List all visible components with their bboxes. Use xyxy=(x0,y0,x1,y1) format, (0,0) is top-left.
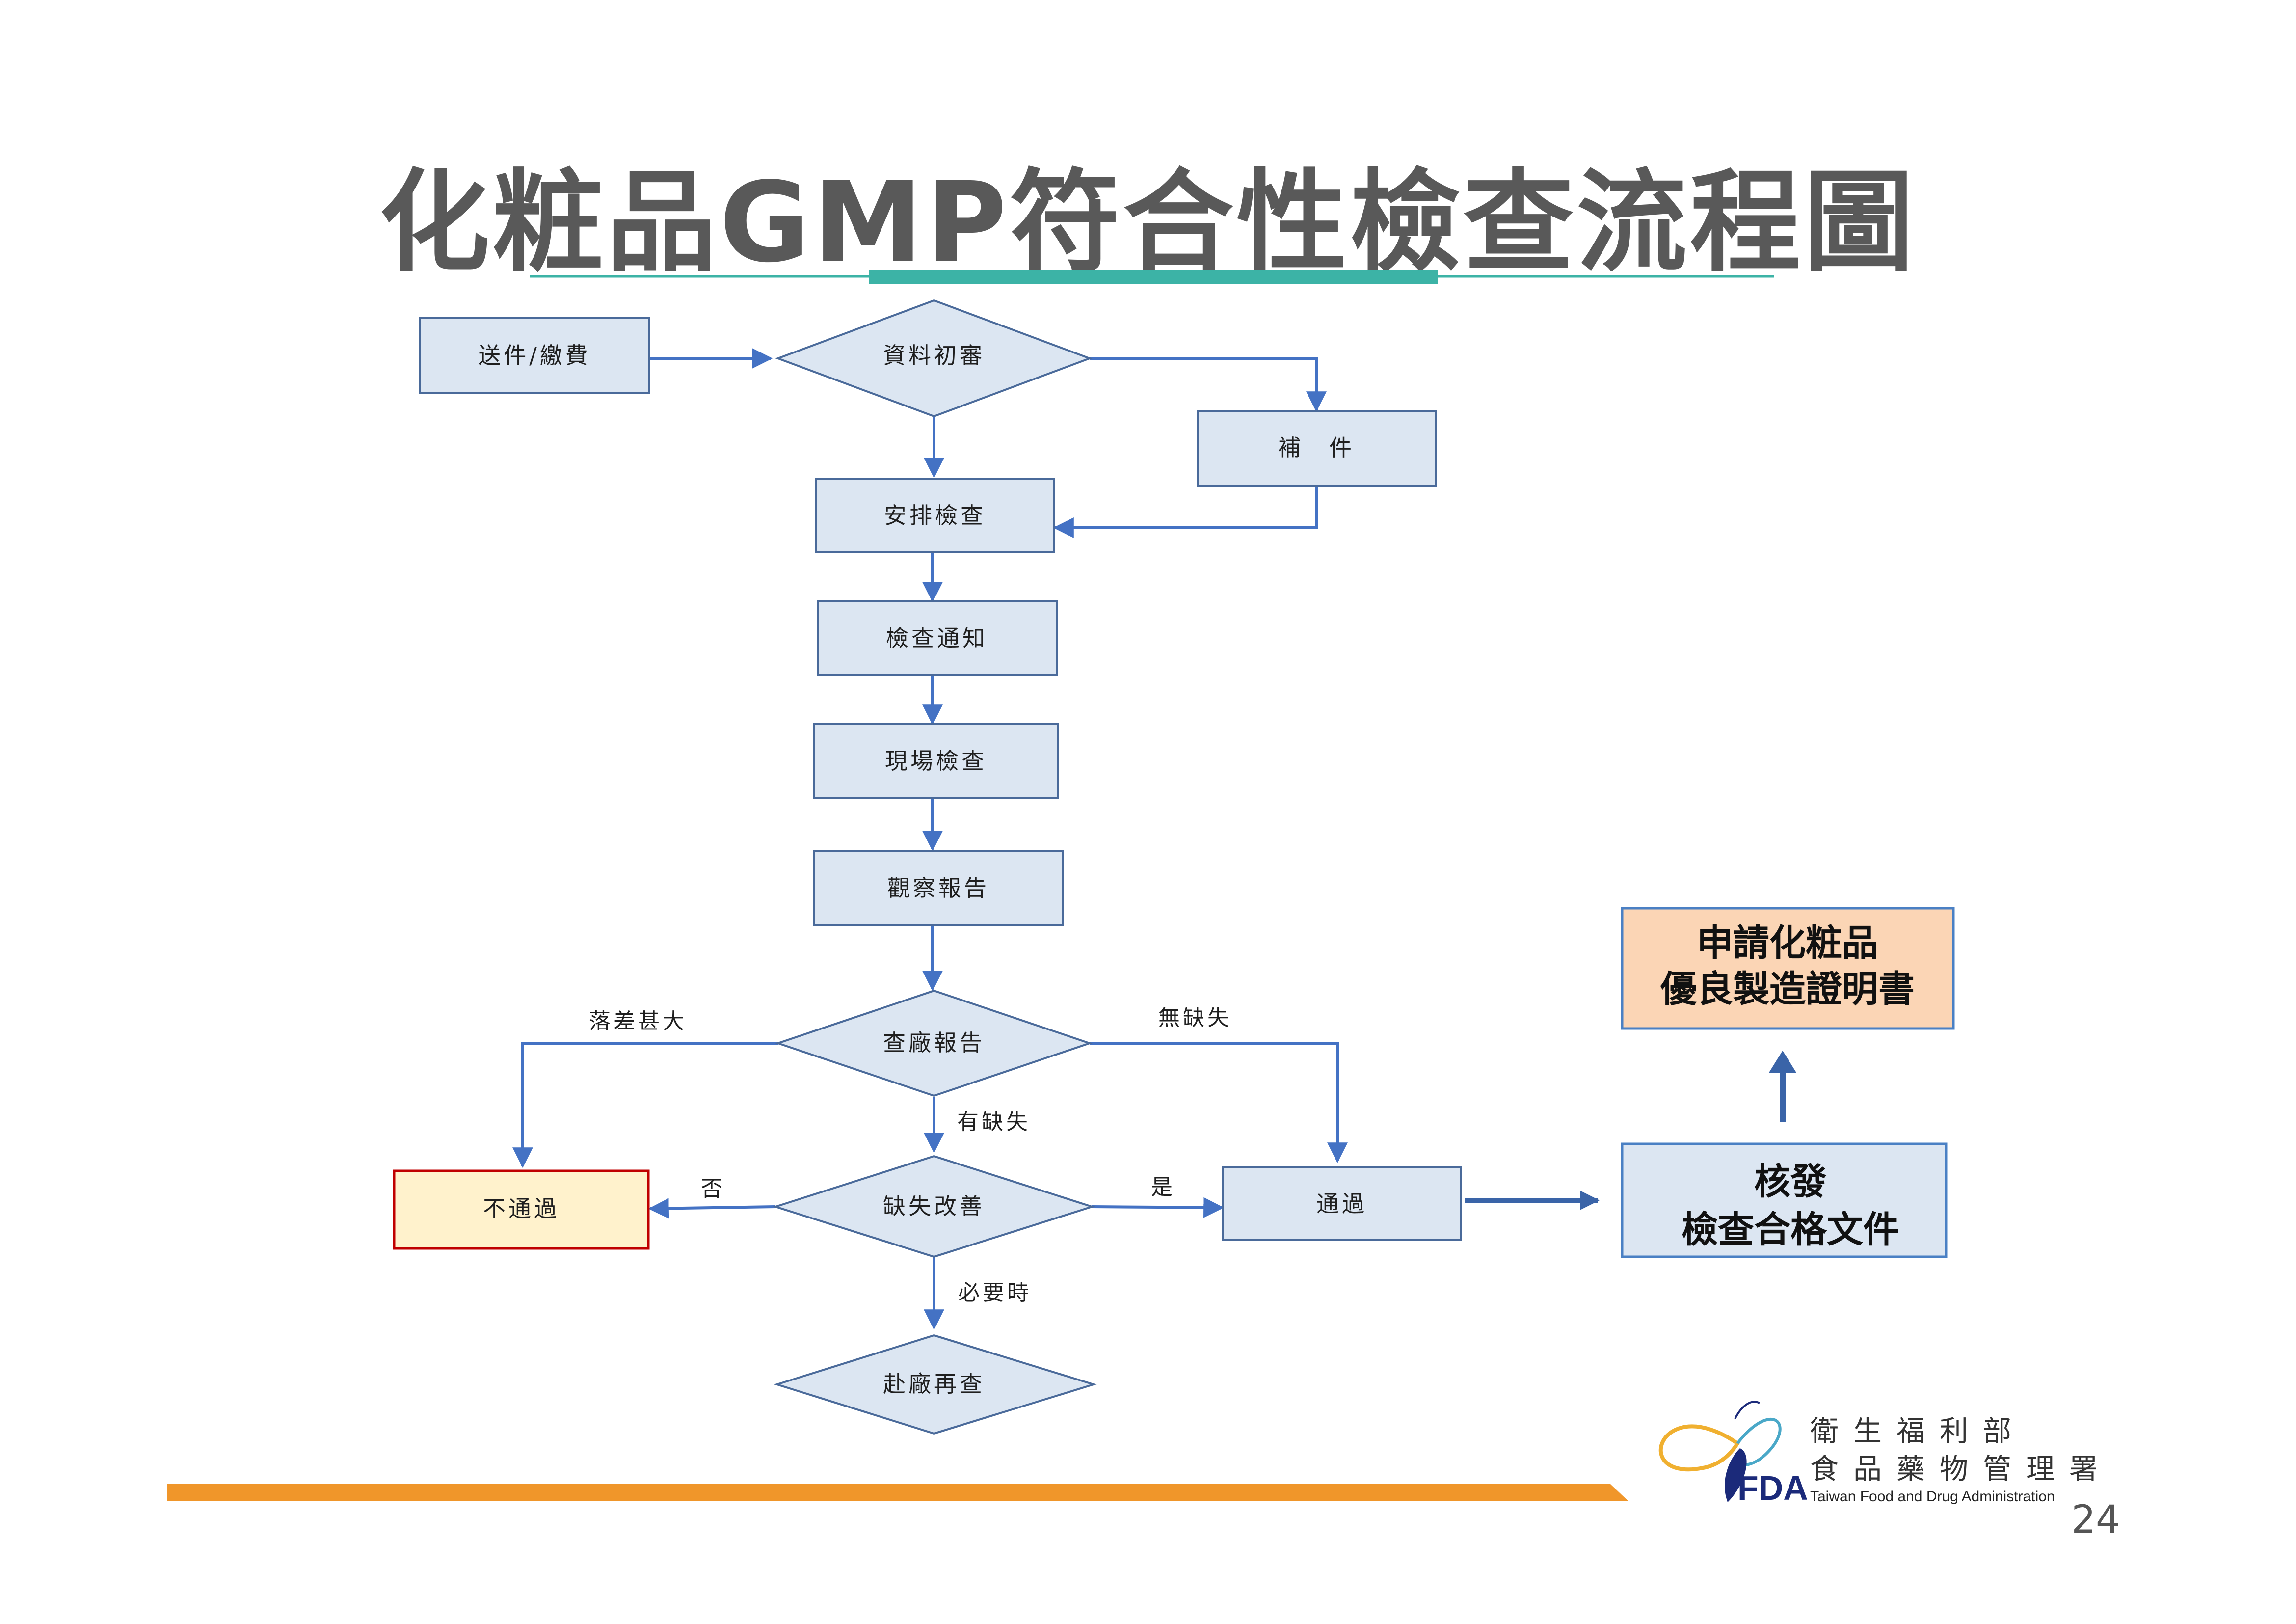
edge-supplement-arrange xyxy=(1053,486,1318,538)
node-issue: 核發 檢查合格文件 xyxy=(1621,1142,1948,1258)
edge-review-supplement xyxy=(1090,357,1327,412)
fda-logo: FDA 衛生福利部 食品藥物管理署 Taiwan Food and Drug A… xyxy=(1658,1401,2112,1507)
agency-name: 食品藥物管理署 xyxy=(1810,1452,2112,1486)
node-apply-line1: 申請化粧品 xyxy=(1697,922,1878,964)
footer-bar xyxy=(167,1484,1629,1501)
node-fail-label: 不通過 xyxy=(483,1195,560,1222)
edge-factory-pass xyxy=(1090,1042,1348,1164)
label-no-deficiency: 無缺失 xyxy=(1158,1005,1232,1030)
agency-english-name: Taiwan Food and Drug Administration xyxy=(1810,1489,2055,1505)
node-improve: 缺失改善 xyxy=(772,1155,1095,1258)
node-onsite: 現場檢查 xyxy=(813,723,1059,799)
edge-improve-fail xyxy=(648,1198,776,1219)
label-yes: 是 xyxy=(1151,1175,1175,1200)
node-factory-report-label: 查廠報告 xyxy=(883,1029,985,1056)
ministry-name: 衛生福利部 xyxy=(1810,1414,2026,1448)
node-initial-review: 資料初審 xyxy=(775,299,1093,418)
node-apply: 申請化粧品 優良製造證明書 xyxy=(1621,907,1955,1030)
page-number: 24 xyxy=(2071,1498,2120,1542)
node-factory-report: 查廠報告 xyxy=(774,989,1093,1097)
node-pass-label: 通過 xyxy=(1316,1191,1367,1217)
node-submit: 送件/繳費 xyxy=(419,317,650,394)
node-arrange-label: 安排檢查 xyxy=(884,502,986,529)
node-apply-line2: 優良製造證明書 xyxy=(1660,968,1915,1010)
label-no: 否 xyxy=(701,1176,725,1201)
edge-improve-pass xyxy=(1092,1197,1225,1218)
node-issue-line2: 檢查合格文件 xyxy=(1682,1209,1899,1251)
node-pass: 通過 xyxy=(1222,1166,1462,1241)
node-observation: 觀察報告 xyxy=(813,850,1064,926)
edge-factory-fail xyxy=(512,1042,778,1168)
node-revisit-label: 赴廠再查 xyxy=(883,1371,985,1397)
fda-mark: FDA xyxy=(1737,1469,1808,1507)
node-arrange: 安排檢查 xyxy=(815,478,1055,553)
node-fail: 不通過 xyxy=(393,1169,650,1250)
node-notify-label: 檢查通知 xyxy=(886,625,988,651)
node-revisit: 赴廠再查 xyxy=(774,1334,1097,1435)
node-submit-label: 送件/繳費 xyxy=(478,342,591,369)
node-onsite-label: 現場檢查 xyxy=(885,748,987,774)
title-underline xyxy=(530,270,1774,284)
node-improve-label: 缺失改善 xyxy=(883,1193,985,1219)
page-title: 化粧品GMP符合性檢查流程圖 xyxy=(379,159,1917,287)
node-observation-label: 觀察報告 xyxy=(887,875,989,901)
node-issue-line1: 核發 xyxy=(1754,1161,1827,1203)
butterfly-icon xyxy=(1658,1401,1782,1502)
node-supplement-label: 補 件 xyxy=(1278,434,1355,461)
node-initial-review-label: 資料初審 xyxy=(883,342,985,369)
label-when-needed: 必要時 xyxy=(958,1280,1032,1305)
edges xyxy=(512,348,1348,1330)
node-supplement: 補 件 xyxy=(1197,410,1437,487)
edge-issue-apply xyxy=(1769,1051,1796,1122)
label-has-deficiency: 有缺失 xyxy=(957,1110,1031,1135)
node-notify: 檢查通知 xyxy=(817,600,1058,676)
label-large-gap: 落差甚大 xyxy=(589,1009,687,1034)
